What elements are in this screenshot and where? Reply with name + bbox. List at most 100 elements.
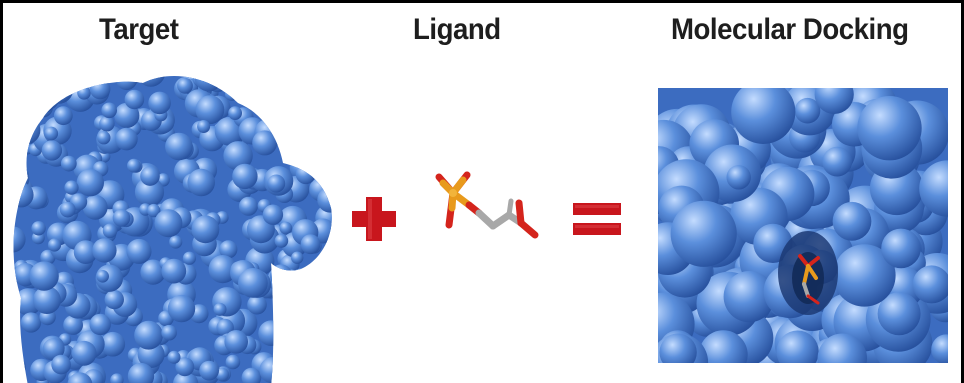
surface-bump bbox=[195, 63, 224, 92]
surface-bump bbox=[12, 116, 41, 145]
surface-bump bbox=[34, 85, 59, 110]
surface-bump bbox=[259, 79, 279, 99]
surface-bump bbox=[3, 101, 12, 115]
surface-bump bbox=[275, 344, 304, 373]
surface-bump bbox=[44, 127, 58, 141]
surface-bump bbox=[158, 58, 177, 69]
surface-bump bbox=[292, 138, 316, 162]
surface-bump bbox=[276, 110, 296, 130]
surface-bump bbox=[127, 159, 141, 173]
surface-bump bbox=[671, 201, 737, 267]
surface-bump bbox=[14, 167, 29, 182]
surface-bump bbox=[32, 97, 53, 118]
surface-bump bbox=[318, 366, 338, 383]
surface-bump bbox=[161, 259, 186, 284]
surface-bump bbox=[266, 67, 286, 87]
surface-bump bbox=[293, 83, 309, 99]
surface-bump bbox=[857, 96, 921, 160]
surface-bump bbox=[3, 123, 14, 143]
surface-bump bbox=[3, 148, 12, 165]
equals-icon bbox=[571, 199, 623, 239]
surface-bump bbox=[3, 151, 15, 166]
surface-bump bbox=[301, 234, 321, 254]
surface-bump bbox=[267, 175, 285, 193]
surface-bump bbox=[282, 315, 308, 341]
surface-bump bbox=[3, 124, 16, 138]
surface-bump bbox=[238, 77, 256, 95]
surface-bump bbox=[9, 167, 22, 180]
surface-bump bbox=[275, 234, 289, 248]
surface-bump bbox=[87, 66, 106, 85]
surface-bump bbox=[168, 351, 181, 364]
surface-bump bbox=[285, 90, 310, 115]
surface-bump bbox=[312, 273, 338, 300]
surface-bump bbox=[9, 182, 34, 207]
surface-bump bbox=[295, 59, 319, 83]
surface-bump bbox=[7, 376, 26, 383]
surface-bump bbox=[245, 58, 264, 74]
surface-bump bbox=[22, 105, 41, 124]
surface-bump bbox=[227, 77, 243, 93]
surface-bump bbox=[822, 147, 852, 177]
surface-bump bbox=[270, 106, 287, 123]
surface-bump bbox=[727, 165, 751, 189]
surface-bump bbox=[10, 138, 26, 154]
surface-bump bbox=[296, 164, 316, 184]
surface-bump bbox=[224, 330, 248, 354]
surface-bump bbox=[169, 235, 182, 248]
surface-bump bbox=[161, 325, 177, 341]
surface-bump bbox=[183, 252, 196, 265]
surface-bump bbox=[124, 58, 137, 70]
surface-bump bbox=[8, 306, 20, 318]
surface-bump bbox=[881, 229, 921, 269]
surface-bump bbox=[165, 133, 193, 161]
surface-bump bbox=[113, 209, 131, 227]
surface-bump bbox=[6, 99, 31, 124]
surface-bump bbox=[92, 238, 116, 262]
surface-bump bbox=[181, 58, 203, 73]
surface-bump bbox=[3, 303, 15, 318]
surface-bump bbox=[21, 312, 41, 332]
surface-bump bbox=[115, 128, 138, 151]
surface-bump bbox=[103, 224, 118, 239]
surface-bump bbox=[238, 268, 268, 298]
surface-bump bbox=[105, 290, 124, 309]
surface-bump bbox=[192, 215, 220, 243]
surface-bump bbox=[294, 353, 307, 366]
surface-bump bbox=[229, 58, 257, 83]
docked-complex-icon bbox=[658, 88, 953, 368]
surface-bump bbox=[301, 323, 320, 342]
surface-bump bbox=[311, 84, 337, 110]
surface-bump bbox=[318, 301, 338, 330]
surface-bump bbox=[284, 312, 309, 337]
surface-bump bbox=[303, 298, 325, 320]
surface-bump bbox=[31, 68, 60, 97]
ligand-molecule-icon bbox=[431, 163, 546, 253]
surface-bump bbox=[168, 295, 195, 322]
surface-bump bbox=[301, 321, 315, 335]
surface-bump bbox=[281, 269, 299, 287]
surface-bump bbox=[319, 144, 338, 166]
surface-bump bbox=[32, 73, 47, 88]
surface-bump bbox=[54, 106, 73, 125]
surface-bump bbox=[225, 87, 239, 101]
surface-bump bbox=[232, 164, 257, 189]
surface-bump bbox=[3, 350, 22, 371]
surface-bump bbox=[61, 156, 77, 172]
surface-bump bbox=[290, 60, 312, 82]
surface-bump bbox=[177, 78, 193, 94]
surface-bump bbox=[134, 321, 163, 350]
surface-bump bbox=[279, 110, 293, 124]
surface-bump bbox=[17, 96, 29, 108]
target-label: Target bbox=[99, 13, 179, 47]
surface-bump bbox=[276, 272, 288, 284]
surface-bump bbox=[45, 74, 69, 98]
surface-bump bbox=[214, 303, 227, 316]
surface-bump bbox=[309, 69, 329, 89]
surface-bump bbox=[288, 268, 316, 296]
surface-bump bbox=[308, 303, 337, 332]
surface-bump bbox=[96, 270, 109, 283]
surface-bump bbox=[90, 314, 111, 335]
surface-bump bbox=[108, 63, 122, 77]
